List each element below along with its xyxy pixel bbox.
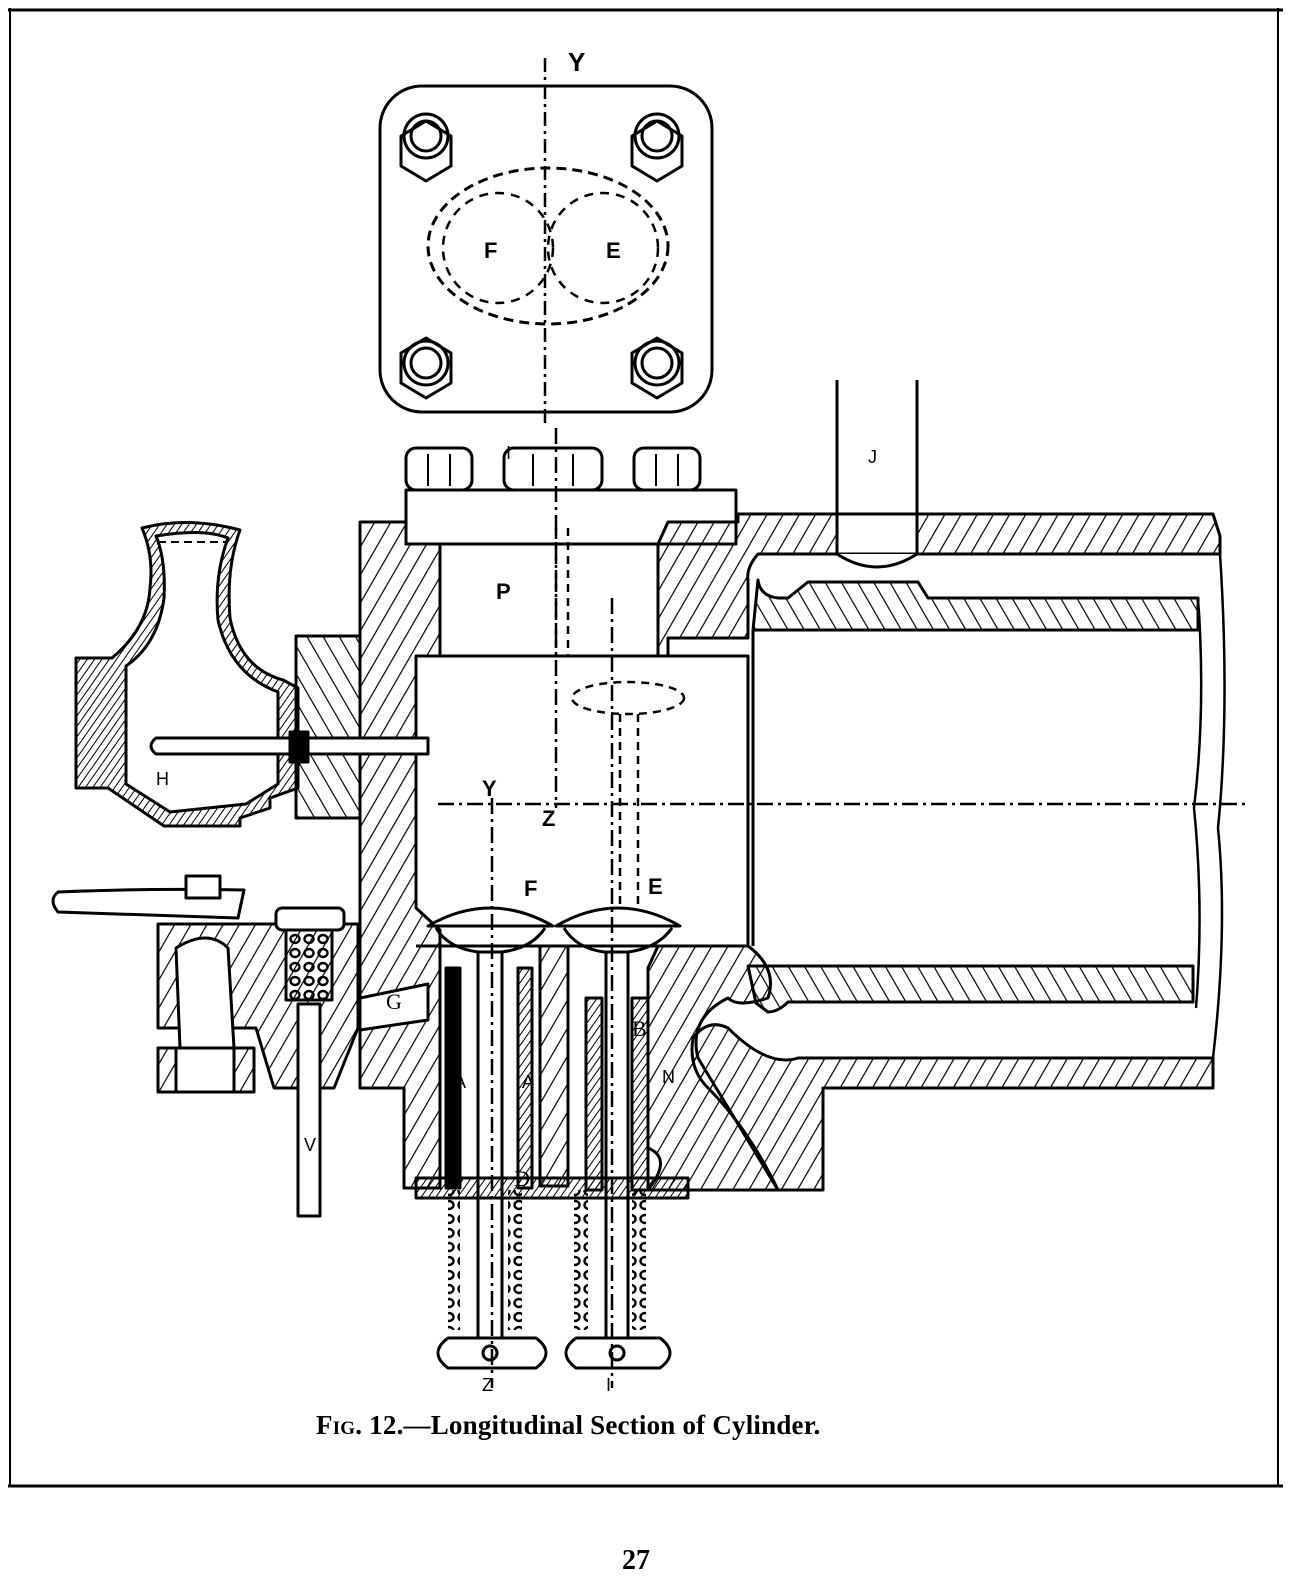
inlet-valve-f [426, 906, 555, 1370]
label-valve-e: E [648, 874, 663, 899]
jacket-inner-edge [1192, 597, 1203, 1009]
figure-title: —Longitudinal Section of Cylinder. [403, 1410, 821, 1440]
figure-frame: Y F E I P J H Y Z F E G B A A N D V Z I … [8, 8, 1283, 1496]
cylinder-liner-top [751, 578, 1200, 632]
label-rod-v: V [304, 1135, 317, 1155]
left-wall-section [358, 520, 442, 1190]
jacket-outer-edge [1211, 553, 1226, 1059]
label-pipe-j: J [868, 447, 877, 467]
combustion-chamber [416, 654, 750, 948]
cylinder-section-drawing [8, 8, 1283, 1488]
page-number: 27 [622, 1545, 650, 1576]
flange-plan-view [378, 58, 714, 428]
label-passage-g: G [386, 989, 402, 1014]
figure-caption: Fig. 12.—Longitudinal Section of Cylinde… [316, 1410, 996, 1441]
hex-nut-icon [399, 336, 453, 400]
label-axis-z-bottom: Z [482, 1375, 493, 1395]
plug-p [438, 542, 660, 658]
label-bolt-i: I [506, 443, 512, 463]
hex-nut-icon [630, 112, 684, 183]
indicator-chamber-h [74, 520, 430, 828]
label-guide-a-right: A [522, 1072, 535, 1092]
hex-nut-icon [399, 112, 453, 183]
exhaust-passage-wall [690, 1023, 1215, 1192]
centre-lines [438, 428, 1248, 1388]
label-guide-b: B [632, 1016, 647, 1041]
label-port-n: N [662, 1067, 675, 1087]
label-port-e: E [606, 238, 621, 263]
cylinder-liner-bottom [746, 964, 1195, 1014]
water-pipe-j [835, 380, 919, 569]
packing-gland [414, 1176, 690, 1200]
valve-partition [538, 944, 570, 1188]
upper-jacket-wall [656, 512, 1222, 658]
label-axis-y-top: Y [568, 47, 586, 77]
label-chamber-h: H [156, 769, 169, 789]
label-axis-y-mid: Y [482, 776, 497, 801]
label-axis-z-mid: Z [542, 806, 556, 831]
page-border [8, 8, 1283, 1488]
label-guide-a-left: A [454, 1072, 467, 1092]
label-packing-d: D [514, 1166, 530, 1191]
label-axis-i-bottom: I [606, 1375, 612, 1395]
label-port-f: F [484, 238, 498, 263]
hex-nut-icon [630, 336, 684, 400]
flange-boss [294, 634, 362, 820]
figure-number: Fig. 12. [316, 1410, 404, 1440]
label-valve-f: F [524, 876, 538, 901]
relief-cock-assembly [51, 874, 430, 1218]
label-plug-p: P [496, 579, 511, 604]
